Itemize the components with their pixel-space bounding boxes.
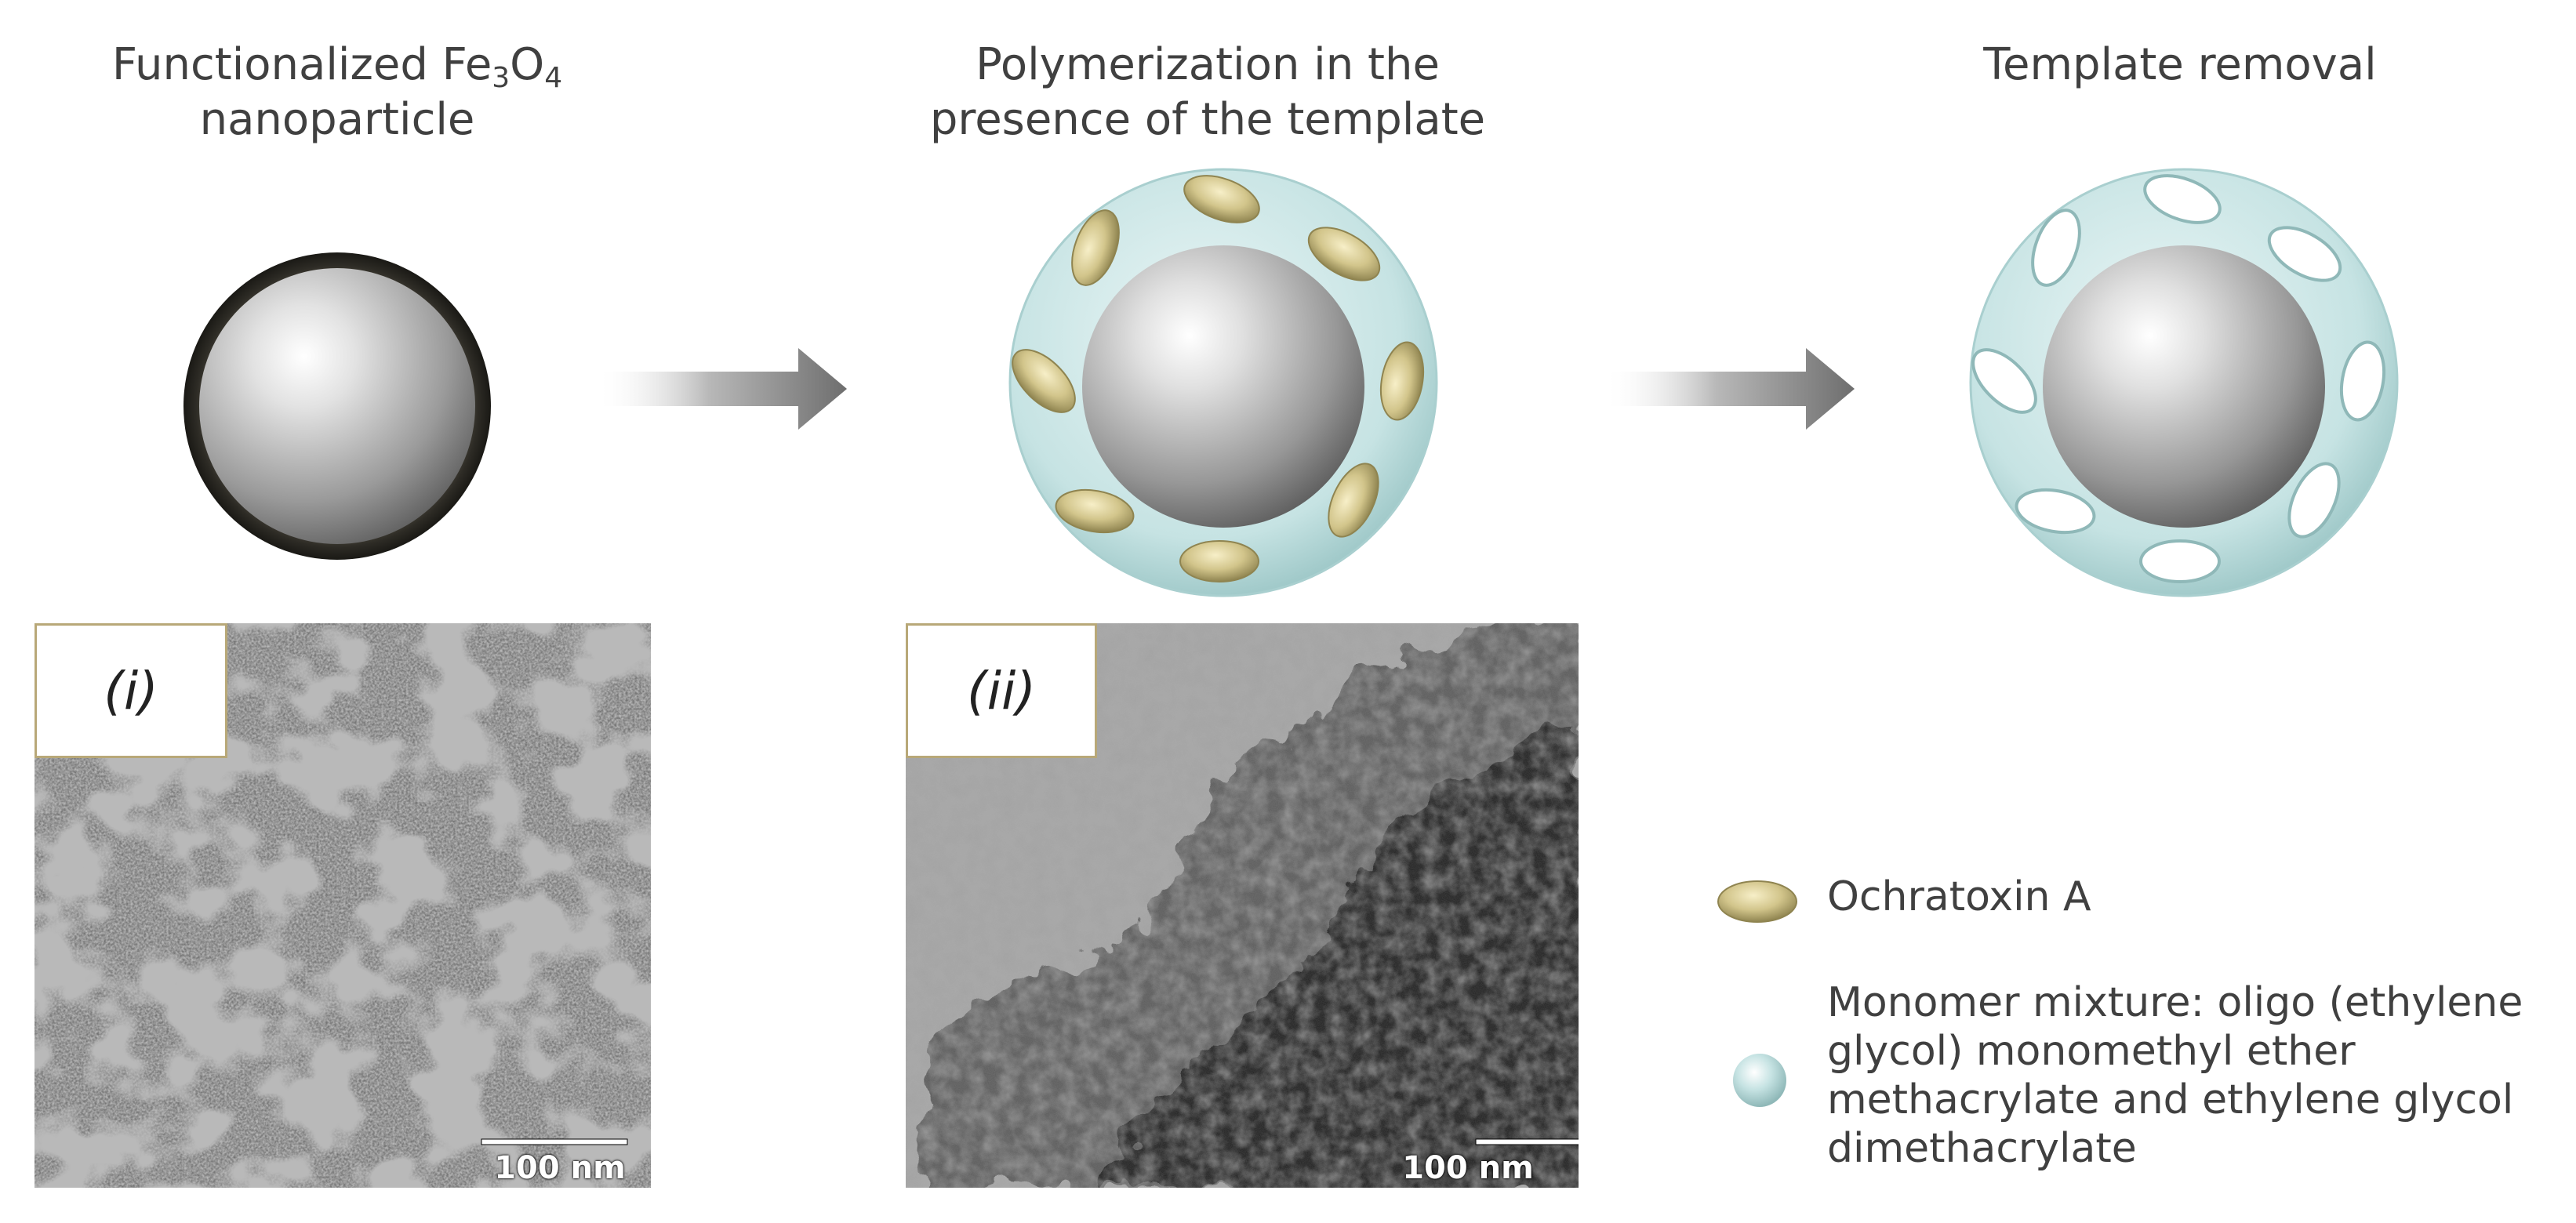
iron-oxide-core — [199, 268, 475, 544]
arrow-2 — [1604, 348, 1855, 430]
cavity — [2267, 226, 2342, 282]
cavity — [1971, 348, 2037, 414]
ochratoxin-molecule — [1183, 175, 1260, 223]
step1-title-line2: nanoparticle — [199, 94, 475, 145]
cavity — [2139, 539, 2221, 583]
step1-title-main: Functionalized Fe — [111, 39, 492, 90]
ochratoxin-molecule — [1307, 227, 1381, 281]
step1-subscript-3: 3 — [492, 62, 510, 94]
step1-title: Functionalized Fe3O4 nanoparticle — [86, 38, 588, 147]
imprinted-cavities — [1971, 174, 2386, 583]
legend-monomer-line-1: Monomer mixture: oligo (ethylene — [1827, 979, 2523, 1026]
template-molecules — [1012, 175, 1425, 582]
cavity — [2031, 209, 2081, 287]
step2-title-line1: Polymerization in the — [976, 39, 1440, 90]
iron-oxide-core — [2043, 245, 2325, 528]
step2-title: Polymerization in the presence of the te… — [910, 38, 1506, 147]
imprinted-nanoparticle-with-template — [1008, 168, 1438, 597]
ochratoxin-molecule — [1055, 488, 1135, 534]
cavity — [2287, 462, 2341, 539]
ochratoxin-molecule — [1071, 209, 1120, 286]
tem-label-1: (i) — [104, 660, 158, 721]
iron-oxide-core — [1082, 245, 1364, 528]
imprinted-nanoparticle-template-removed — [1969, 168, 2399, 597]
functionalized-nanoparticle — [183, 252, 491, 560]
scale-bar-label-1: 100 nm — [494, 1150, 626, 1186]
legend-monomer-line-3: methacrylate and ethylene glycol — [1827, 1076, 2514, 1123]
tem-label-2: (ii) — [966, 660, 1037, 721]
legend-monomer-label: Monomer mixture: oligo (ethylene glycol)… — [1827, 978, 2523, 1173]
cavity — [2015, 488, 2096, 535]
ochratoxin-molecule — [1179, 540, 1259, 582]
step3-title: Template removal — [1929, 38, 2431, 93]
cavity — [2143, 174, 2222, 224]
tem-label-box-2: (ii) — [906, 623, 1097, 758]
monomer-legend-icon — [1733, 1054, 1786, 1107]
legend-monomer-line-4: dimethacrylate — [1827, 1125, 2137, 1172]
legend-ochratoxin-label: Ochratoxin A — [1827, 873, 2091, 920]
step3-title-text: Template removal — [1983, 39, 2377, 90]
arrow-1 — [596, 348, 847, 430]
ochratoxin-molecule — [1379, 341, 1425, 421]
ochratoxin-legend-icon — [1717, 880, 1797, 923]
ochratoxin-molecule — [1328, 463, 1379, 538]
step1-oxygen: O — [510, 39, 545, 90]
step1-subscript-4: 4 — [544, 62, 563, 94]
ochratoxin-molecule — [1012, 349, 1076, 413]
scale-bar-label-2: 100 nm — [1402, 1150, 1534, 1186]
tem-label-box-1: (i) — [35, 623, 227, 758]
step2-title-line2: presence of the template — [929, 94, 1486, 145]
legend-monomer-line-2: glycol) monomethyl ether — [1827, 1028, 2356, 1075]
cavity — [2339, 340, 2386, 422]
